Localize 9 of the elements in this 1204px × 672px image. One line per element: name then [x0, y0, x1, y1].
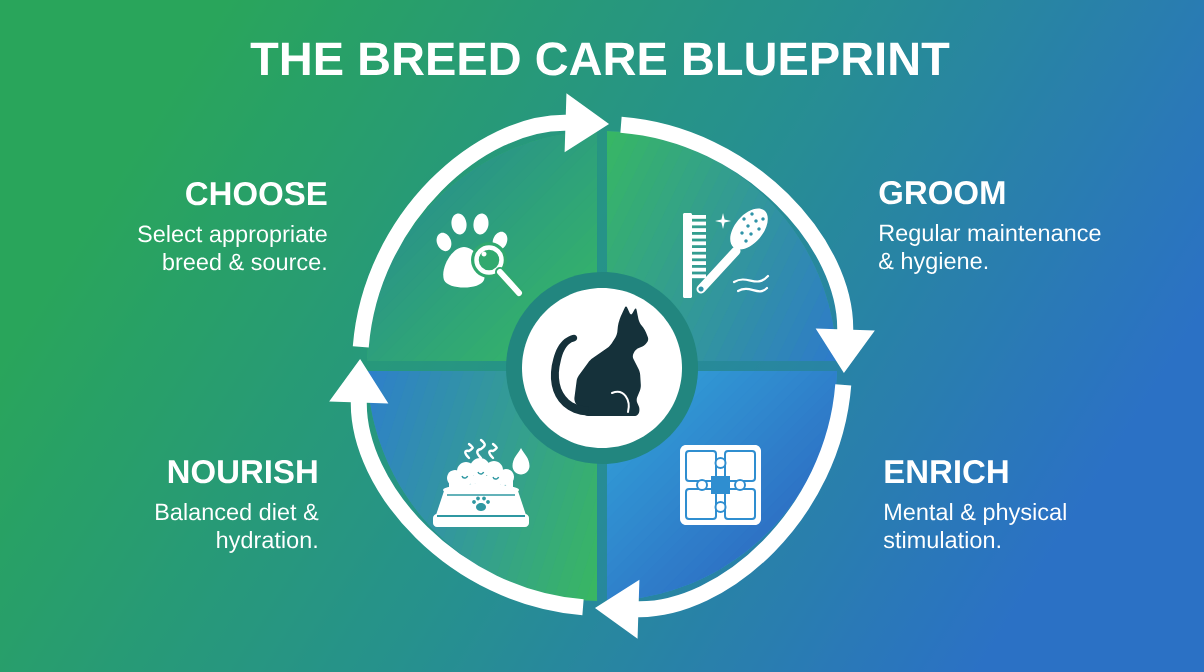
step-heading: NOURISH: [168, 459, 317, 484]
step-description: Mental & physical stimulation.: [883, 503, 1066, 549]
step-description: Balanced diet & hydration.: [156, 503, 319, 553]
step-heading: GROOM: [879, 180, 1005, 205]
step-description: Select appropriate breed & source.: [138, 225, 327, 271]
step-heading: CHOOSE: [186, 181, 327, 206]
step-description: Regular maintenance & hygiene.: [879, 224, 1101, 274]
title: THE BREED CARE BLUEPRINT: [250, 42, 950, 76]
step-heading: ENRICH: [885, 459, 1008, 484]
